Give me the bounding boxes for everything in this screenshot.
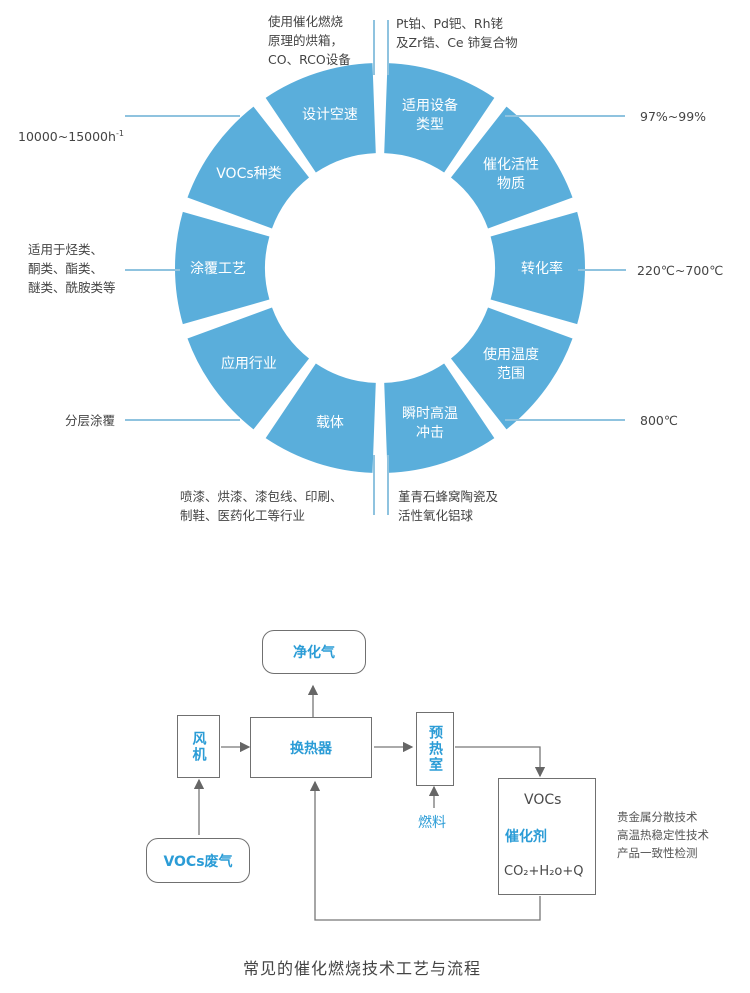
- space-velocity-value: 10000~15000h: [18, 129, 116, 145]
- catalyst-reactor-box: [498, 778, 596, 895]
- industries-note: 喷漆、烘漆、漆包线、印刷、 制鞋、医药化工等行业: [180, 489, 343, 523]
- ring-segment: [187, 106, 310, 229]
- impact-note: 800℃: [640, 413, 678, 428]
- ring-segment-label: VOCs种类: [216, 166, 281, 182]
- preheat-chamber-label: 预热室: [427, 725, 443, 773]
- ring-segment: [450, 106, 573, 229]
- active-material-note: Pt铂、Pd钯、Rh铑 及Zr锆、Ce 铈复合物: [396, 16, 518, 50]
- ring-segment: [265, 63, 376, 173]
- ring-segment: [265, 363, 376, 473]
- ring-segment-label: 适用设备类型: [402, 97, 458, 133]
- ring-segment-label: 瞬时高温冲击: [402, 405, 458, 441]
- fan-box: 风机: [177, 715, 220, 778]
- ring-segment-label: 催化活性物质: [483, 157, 539, 192]
- connector-line: [125, 269, 180, 271]
- vocs-input-label: VOCs: [524, 792, 562, 808]
- purified-gas-box: 净化气: [262, 630, 366, 674]
- connector-line: [387, 20, 389, 75]
- connector-line: [125, 419, 240, 421]
- connector-line: [505, 115, 625, 117]
- connector-line: [373, 20, 375, 75]
- ring-segment-label: 应用行业: [221, 355, 277, 372]
- heat-exchanger-box: 换热器: [250, 717, 372, 778]
- connector-line: [373, 455, 375, 515]
- space-velocity-note: 10000~15000h-1: [18, 105, 124, 146]
- ring-segment: [490, 211, 585, 325]
- fuel-label: 燃料: [418, 815, 446, 831]
- preheat-chamber-box: 预热室: [416, 712, 454, 786]
- ring-segment-label: 使用温度范围: [483, 346, 539, 382]
- carrier-note: 堇青石蜂窝陶瓷及 活性氧化铝球: [398, 489, 499, 523]
- temperature-note: 220℃~700℃: [637, 263, 724, 278]
- conversion-note: 97%~99%: [640, 109, 707, 124]
- coating-note: 分层涂覆: [65, 413, 116, 428]
- ring-segment: [450, 307, 573, 430]
- connector-line: [505, 419, 625, 421]
- ring-segment-label: 设计空速: [302, 107, 358, 123]
- ring-segment: [384, 363, 495, 473]
- ring-segment: [175, 211, 270, 325]
- voc-types-note: 适用于烃类、 酮类、酯类、 醚类、酰胺类等: [28, 242, 116, 295]
- connector-line: [387, 455, 389, 515]
- vocs-waste-gas-box: VOCs废气: [146, 838, 250, 883]
- technology-notes: 贵金属分散技术 高温热稳定性技术 产品一致性检测: [617, 810, 709, 860]
- fan-label: 风机: [190, 730, 207, 763]
- ring-segment-label: 涂覆工艺: [190, 261, 246, 277]
- ring-segment: [187, 307, 310, 430]
- ring-segment: [384, 63, 495, 173]
- ring-segment-label: 载体: [316, 415, 344, 431]
- ring-segment-label: 转化率: [521, 260, 563, 277]
- connector-line: [125, 115, 240, 117]
- reaction-product-label: CO₂+H₂o+Q: [504, 864, 584, 879]
- equipment-note: 使用催化燃烧 原理的烘箱， CO、RCO设备: [268, 14, 351, 67]
- figure-caption: 常见的催化燃烧技术工艺与流程: [243, 959, 482, 978]
- connector-line: [578, 269, 626, 271]
- space-velocity-unit-sup: -1: [115, 129, 124, 138]
- catalyst-label: 催化剂: [505, 829, 547, 845]
